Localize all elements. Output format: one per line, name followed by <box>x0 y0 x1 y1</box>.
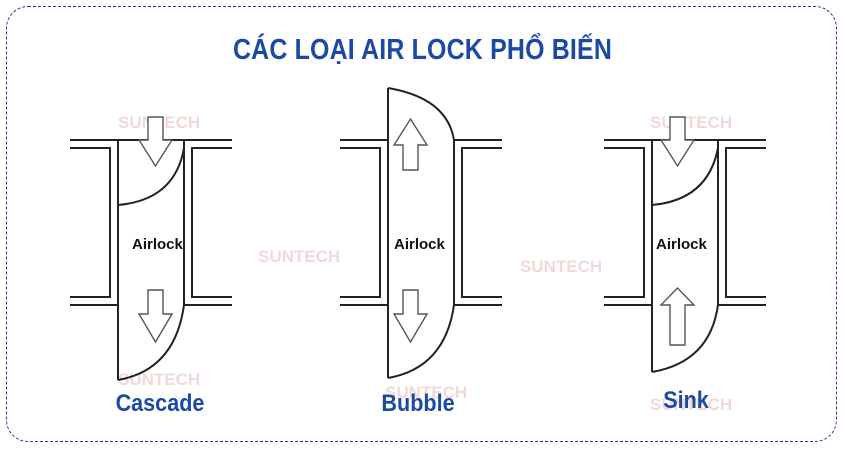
watermark-text: SUNTECH <box>650 395 732 414</box>
watermark-text: SUNTECH <box>385 383 467 402</box>
watermark-text: SUNTECH <box>118 370 200 389</box>
diagram-bubble: Airlock <box>340 87 502 379</box>
arrow-up-icon <box>392 117 429 171</box>
diagram-cascade: Airlock <box>70 116 232 381</box>
arrow-up-icon <box>659 286 696 346</box>
caption-sink: Sink <box>663 387 709 414</box>
watermark-text: SUNTECH <box>650 113 732 132</box>
diagram-sink: Airlock <box>604 116 766 373</box>
arrow-down-icon <box>137 116 174 168</box>
caption-cascade: Cascade <box>115 390 205 417</box>
arrow-down-icon <box>137 289 174 344</box>
room-label: Airlock <box>132 236 184 253</box>
watermark-text: SUNTECH <box>258 247 340 266</box>
arrow-down-icon <box>392 289 429 344</box>
arrow-down-icon <box>659 116 696 168</box>
watermark-text: SUNTECH <box>520 257 602 276</box>
watermarks: SUNTECH SUNTECH SUNTECH SUNTECH SUNTECH … <box>118 113 732 414</box>
room-label: Airlock <box>394 236 446 253</box>
room-label: Airlock <box>656 236 708 253</box>
dashed-frame <box>6 6 837 442</box>
caption-bubble: Bubble <box>381 390 455 417</box>
page-title: CÁC LOẠI AIR LOCK PHỔ BIẾN <box>232 34 613 66</box>
